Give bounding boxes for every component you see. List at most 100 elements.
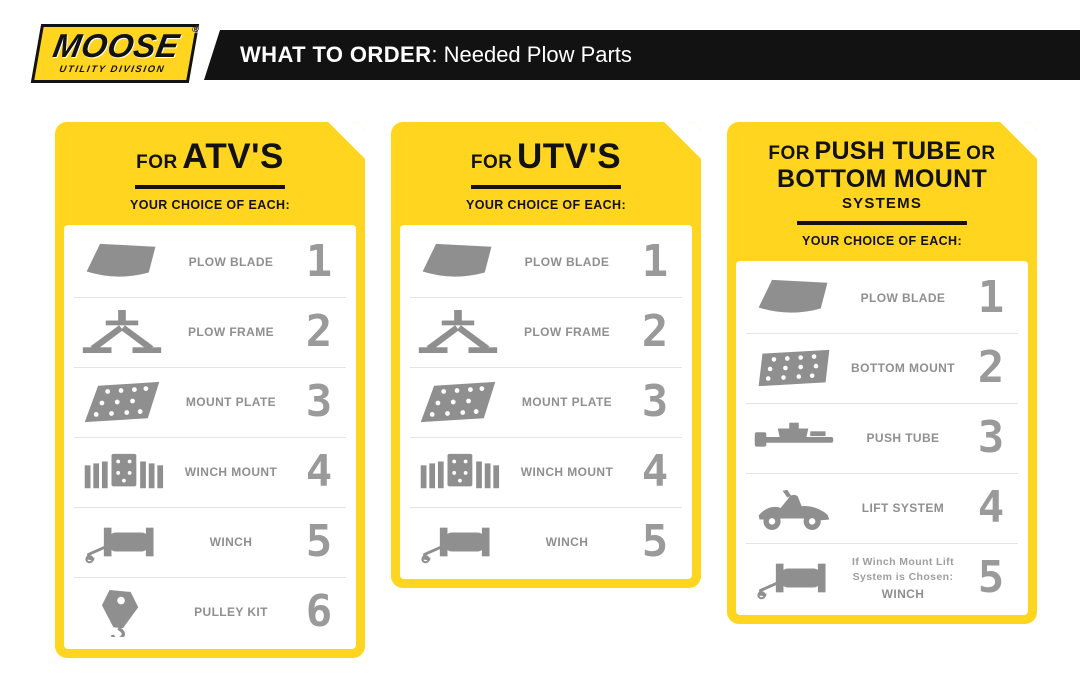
card-atv: FOR ATV'S YOUR CHOICE OF EACH: PLOW BLAD… [55,122,365,658]
lift-system-icon [746,483,842,533]
part-row: PLOW FRAME 2 [410,296,682,367]
choice-label: YOUR CHOICE OF EACH: [129,197,291,212]
winch-icon [746,553,842,603]
plow-blade-icon [410,237,506,287]
part-label: PUSH TUBE [866,431,940,445]
part-row: If Winch Mount Lift System is Chosen: WI… [746,542,1018,613]
part-quantity: 5 [305,516,333,567]
title-underline [471,184,621,189]
part-label: WINCH MOUNT [184,465,278,479]
mount-plate-icon [410,377,506,427]
choice-label: YOUR CHOICE OF EACH: [465,197,627,212]
card-utv-title: FOR UTV'S [409,137,683,177]
part-label: MOUNT PLATE [185,395,277,409]
part-quantity: 4 [977,482,1005,533]
header-title-bold: WHAT TO ORDER [240,42,432,67]
part-label: PLOW BLADE [188,254,274,269]
part-quantity: 1 [641,235,669,287]
part-row: PLOW FRAME 2 [74,296,346,367]
part-quantity: 5 [977,552,1005,603]
card-utv-header: FOR UTV'S YOUR CHOICE OF EACH: [391,122,701,225]
part-row: PLOW BLADE 1 [410,227,682,297]
part-row: BOTTOM MOUNT 2 [746,332,1018,403]
part-row: WINCH MOUNT 4 [74,436,346,507]
part-quantity: 2 [977,342,1005,393]
part-label: WINCH [881,587,925,602]
part-label: WINCH MOUNT [520,465,614,479]
plow-blade-icon [746,273,842,323]
registered-mark: ® [191,24,201,34]
push-tube-icon [746,413,842,463]
title-underline [135,184,285,189]
part-quantity: 4 [641,446,669,497]
header-bar: WHAT TO ORDER: Needed Plow Parts [204,30,1080,80]
card-ptbm-title-systems: SYSTEMS [841,195,923,212]
card-atv-title-main: ATV'S [182,137,284,176]
card-ptbm-title-or: OR [966,143,996,164]
part-quantity: 3 [641,376,669,427]
part-row: LIFT SYSTEM 4 [746,472,1018,543]
part-row: PULLEY KIT 6 [74,576,346,647]
card-push-tube-bottom-mount: FOR PUSH TUBE OR BOTTOM MOUNT SYSTEMS YO… [727,122,1037,624]
part-quantity: 1 [977,271,1005,323]
card-atv-title-for: FOR [136,152,178,173]
part-label: MOUNT PLATE [521,395,613,409]
card-utv-title-for: FOR [470,152,513,173]
card-ptbm-title-for: FOR [768,143,811,164]
mount-plate-icon [74,377,170,427]
part-row: MOUNT PLATE 3 [410,366,682,437]
part-row: MOUNT PLATE 3 [74,366,346,437]
card-atv-header: FOR ATV'S YOUR CHOICE OF EACH: [55,122,365,225]
part-label: BOTTOM MOUNT [851,361,955,375]
moose-logo: MOOSE® UTILITY DIVISION [30,24,201,83]
plow-frame-icon [410,307,506,357]
part-label: PULLEY KIT [194,605,268,619]
card-ptbm-title-bottom-mount: BOTTOM MOUNT [776,164,988,193]
part-label: PLOW BLADE [524,254,610,269]
winch-mount-icon [410,447,506,497]
part-label: LIFT SYSTEM [861,501,945,515]
plow-frame-icon [74,307,170,357]
part-row: PLOW BLADE 1 [74,227,346,297]
part-label-with-note: If Winch Mount Lift System is Chosen: WI… [842,555,964,601]
card-utv-body: PLOW BLADE 1 PLOW FRAME 2 MOUNT PLATE 3 [400,224,692,579]
part-quantity: 5 [641,516,669,567]
winch-icon [74,517,170,567]
choice-label: YOUR CHOICE OF EACH: [801,233,963,248]
part-row: PUSH TUBE 3 [746,402,1018,473]
part-row: PLOW BLADE 1 [746,263,1018,333]
part-quantity: 3 [305,376,333,427]
pulley-kit-icon [74,587,170,637]
card-ptbm-title-line1: FOR PUSH TUBE OR [745,137,1019,166]
part-row: WINCH MOUNT 4 [410,436,682,507]
card-ptbm-header: FOR PUSH TUBE OR BOTTOM MOUNT SYSTEMS YO… [727,122,1037,261]
part-row: WINCH 5 [74,506,346,577]
card-ptbm-title-line2: BOTTOM MOUNT [745,164,1019,194]
card-ptbm-title-push-tube: PUSH TUBE [814,137,962,165]
moose-logo-wordmark: MOOSE® [50,24,201,64]
plow-blade-icon [74,237,170,287]
part-quantity: 3 [977,412,1005,463]
part-quantity: 2 [305,306,333,357]
cards-container: FOR ATV'S YOUR CHOICE OF EACH: PLOW BLAD… [55,122,1037,658]
part-label: PLOW FRAME [524,325,610,339]
part-note: If Winch Mount Lift System is Chosen: [852,555,954,583]
part-label: WINCH [545,535,589,549]
winch-icon [410,517,506,567]
moose-logo-subtitle: UTILITY DIVISION [58,63,167,75]
winch-mount-icon [74,447,170,497]
card-ptbm-body: PLOW BLADE 1 BOTTOM MOUNT 2 PUSH TUBE 3 [736,260,1028,615]
bottom-mount-icon [746,343,842,393]
card-utv: FOR UTV'S YOUR CHOICE OF EACH: PLOW BLAD… [391,122,701,588]
part-quantity: 2 [641,306,669,357]
card-utv-title-main: UTV'S [516,137,622,176]
part-quantity: 4 [305,446,333,497]
part-row: WINCH 5 [410,506,682,577]
card-atv-body: PLOW BLADE 1 PLOW FRAME 2 MOUNT PLATE 3 [64,224,356,649]
title-underline [797,220,967,225]
part-quantity: 1 [305,235,333,287]
part-label: PLOW BLADE [860,290,946,305]
card-atv-title: FOR ATV'S [73,137,347,177]
part-quantity: 6 [305,586,333,637]
